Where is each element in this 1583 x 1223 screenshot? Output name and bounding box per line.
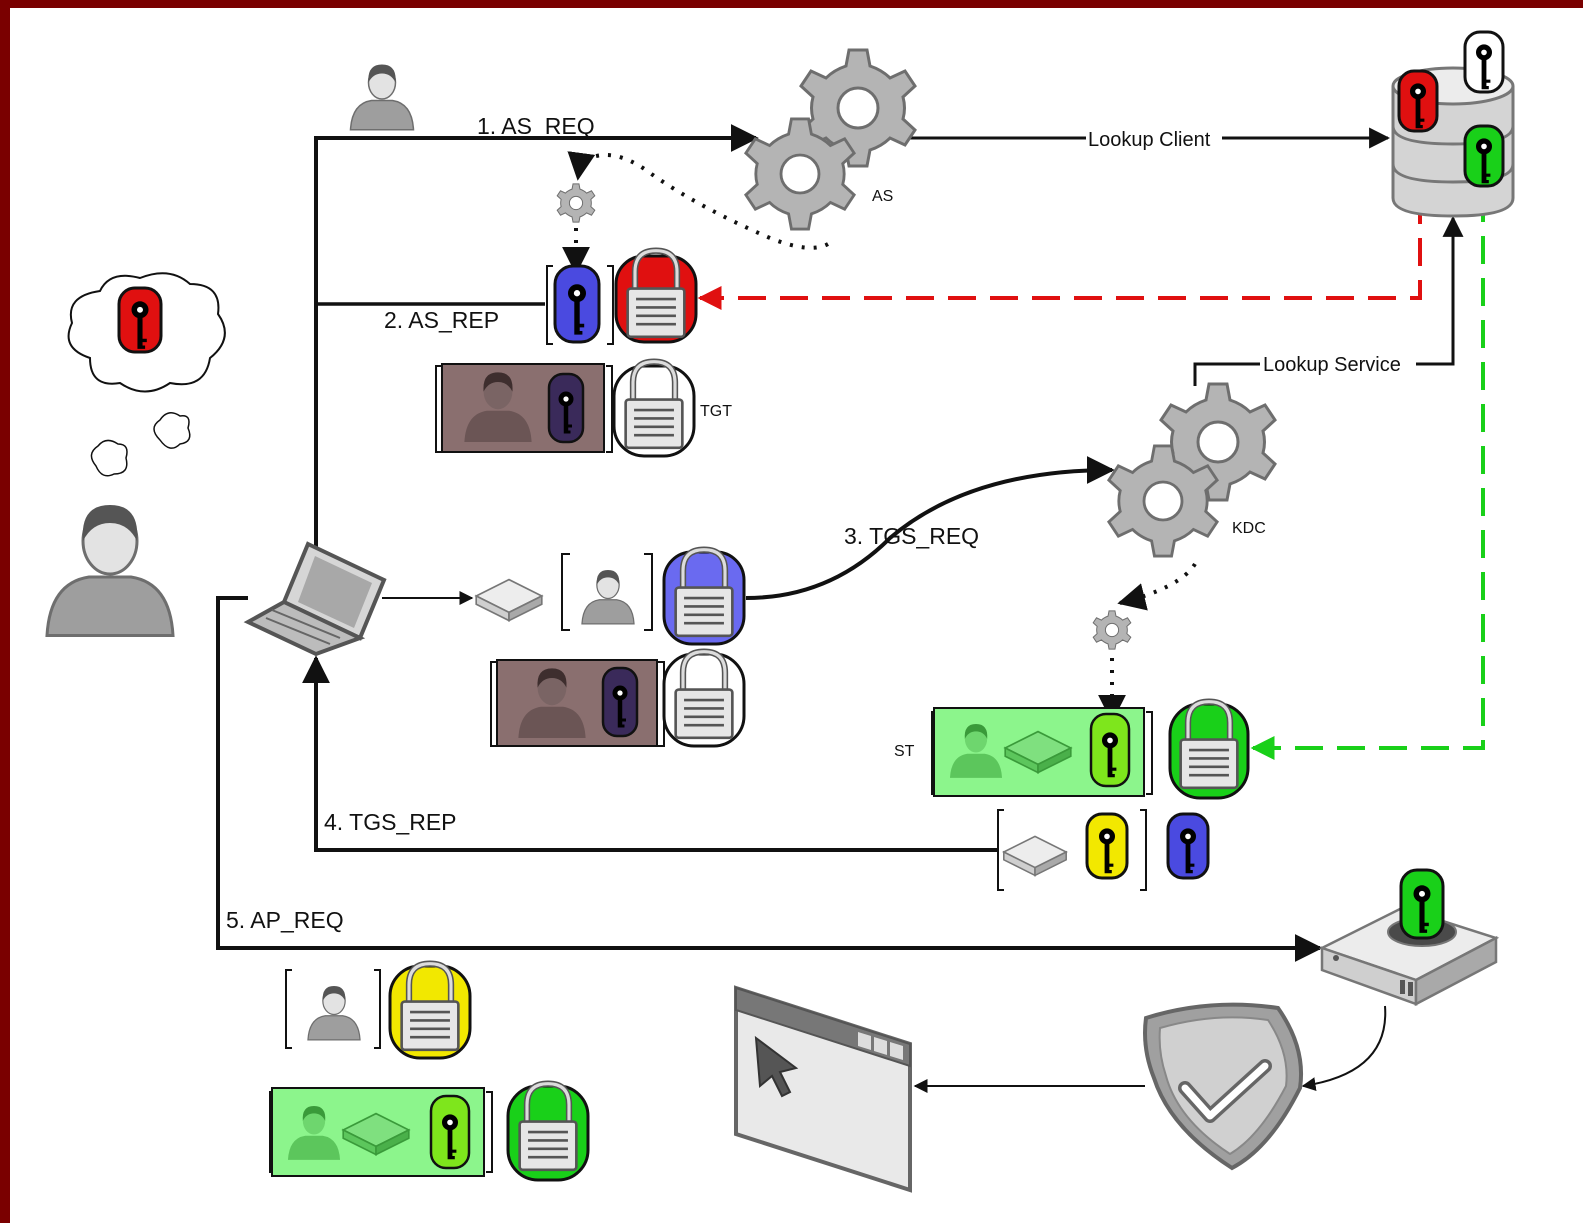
shield-check-icon <box>1145 1005 1301 1168</box>
db-client-key-icon <box>1399 71 1437 131</box>
db-service-key-icon <box>1465 126 1503 186</box>
thought-bubble <box>69 273 225 476</box>
tgs-req-server-icon <box>476 580 542 621</box>
tgs-rep-keys <box>998 810 1208 890</box>
ap-req-green-lock <box>508 1084 588 1180</box>
tgt-lock <box>614 362 694 456</box>
as-rep-label: 2. AS_REP <box>384 307 499 333</box>
laptop-icon <box>248 544 384 654</box>
client-key-icon <box>119 288 161 352</box>
lookup-client-label: Lookup Client <box>1088 129 1211 151</box>
user-avatar <box>47 505 173 636</box>
ap-req-st-box <box>270 1088 492 1176</box>
flow-lines <box>218 138 1483 1086</box>
kdc-label: KDC <box>1232 520 1266 537</box>
ap-req-authenticator <box>286 970 380 1048</box>
tgt-copy-box <box>491 660 664 746</box>
as-req-label: 1. AS_REQ <box>477 113 595 139</box>
db-tgs-key-icon <box>1465 32 1503 92</box>
st-label: ST <box>894 743 915 760</box>
tgt-box <box>436 364 612 452</box>
tgs-req-blue-lock <box>664 550 744 644</box>
ap-req-yellow-lock <box>390 964 470 1058</box>
service-key-dashed <box>1253 194 1483 748</box>
tgs-req-label: 3. TGS_REQ <box>844 523 979 549</box>
lookup-service-label: Lookup Service <box>1263 354 1401 376</box>
tgs-rep-label: 4. TGS_REP <box>324 809 457 835</box>
as-req-arrow <box>316 138 756 548</box>
st-box <box>932 708 1152 796</box>
server-to-shield <box>1303 1006 1385 1086</box>
authenticator-box <box>562 554 652 630</box>
tgt-label: TGT <box>700 403 732 420</box>
tgt-copy-lock <box>664 652 744 746</box>
kerberos-diagram: 1. AS_REQ 2. AS_REP 3. TGS_REQ 4. TGS_RE… <box>10 8 1583 1223</box>
user-small-icon <box>351 65 414 130</box>
as-rep-session-key <box>547 266 613 344</box>
service-server-key-icon <box>1401 870 1443 938</box>
as-rep-red-lock <box>616 251 696 342</box>
st-green-lock <box>1170 702 1248 798</box>
as-label: AS <box>872 188 893 205</box>
as-small-gear-icon <box>557 184 595 222</box>
ap-req-arrow <box>218 598 1320 948</box>
kdc-dotted-path <box>1120 564 1195 603</box>
ap-req-label: 5. AP_REQ <box>226 907 344 933</box>
kdc-small-gear-icon <box>1093 611 1131 649</box>
application-window-icon <box>736 988 910 1190</box>
